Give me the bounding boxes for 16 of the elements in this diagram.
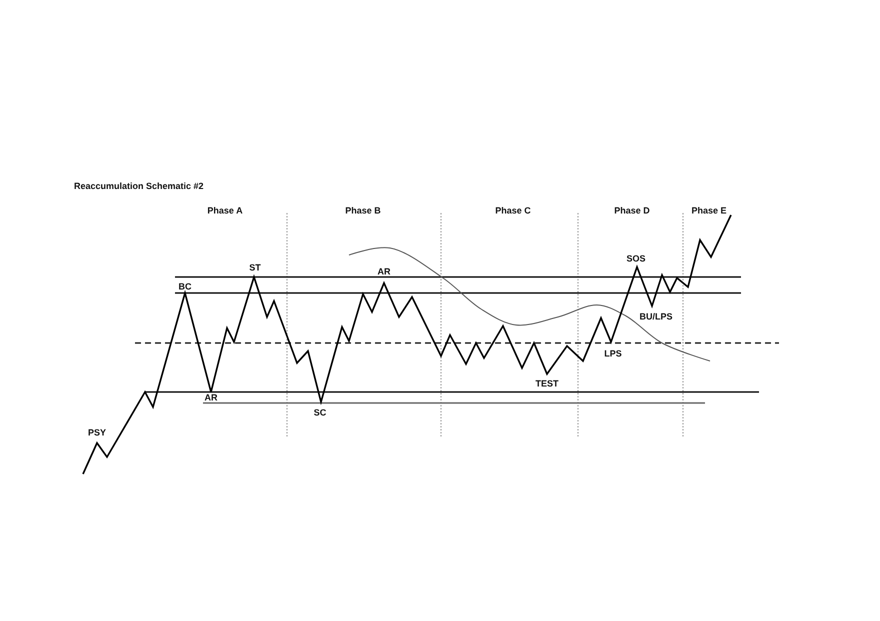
event-label: PSY [88, 428, 106, 438]
event-label: LPS [604, 350, 622, 358]
event-label: AR [204, 394, 218, 402]
phase-label: Phase B [345, 206, 381, 216]
phase-label: Phase A [207, 206, 243, 216]
phase-label: Phase C [495, 206, 531, 216]
diagram-title: Reaccumulation Schematic #2 [74, 182, 204, 191]
phase-label: Phase E [691, 206, 727, 216]
event-label: SC [314, 408, 326, 418]
event-label: BU/LPS [640, 312, 672, 322]
event-label: TEST [536, 380, 558, 388]
event-label: AR [378, 268, 390, 276]
event-label: BC [178, 282, 192, 292]
event-label: SOS [626, 254, 646, 264]
phase-label: Phase D [614, 206, 650, 216]
event-label: ST [249, 264, 261, 272]
